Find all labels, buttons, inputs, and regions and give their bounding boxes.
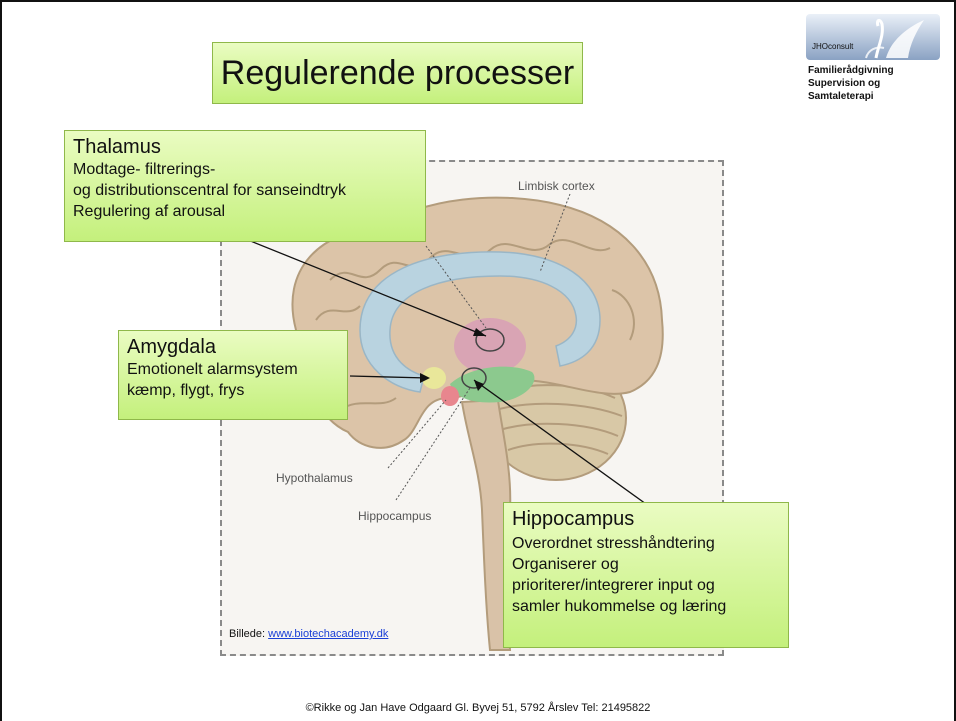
hippocampus-heading: Hippocampus — [512, 508, 635, 530]
amygdala-box: Amygdala Emotionelt alarmsystem kæmp, fl… — [118, 330, 348, 420]
footer: ©Rikke og Jan Have Odgaard Gl. Byvej 51,… — [305, 702, 651, 714]
credit-link[interactable]: www.biotechacademy.dk — [268, 628, 389, 640]
credit-prefix: Billede: — [229, 628, 269, 640]
logo-brand: JHOconsult — [812, 42, 854, 51]
thalamus-line: og distributionscentral for sanseindtryk — [73, 182, 347, 199]
label-hippocampus: Hippocampus — [358, 509, 431, 523]
hippocampus-box: Hippocampus Overordnet stresshåndtering … — [503, 502, 789, 648]
hippocampus-line: samler hukommelse og læring — [512, 598, 727, 615]
label-limbisk-cortex: Limbisk cortex — [518, 179, 595, 193]
hippocampus-line: prioriterer/integrerer input og — [512, 577, 715, 594]
brain-stem — [460, 398, 512, 651]
cerebellum-folds — [495, 384, 623, 455]
logo-tagline: Familierådgivning Supervision og Samtale… — [808, 64, 894, 103]
swan-icon — [865, 18, 924, 59]
leader-limbisk — [539, 193, 571, 273]
logo: JHOconsult — [806, 14, 940, 60]
arrow-hippocampus — [473, 379, 647, 505]
amygdala-line: kæmp, flygt, frys — [127, 382, 245, 399]
thalamus-box: Thalamus Modtage- filtrerings- og distri… — [64, 130, 426, 242]
thalamus-line: Regulering af arousal — [73, 203, 226, 220]
logo-line: Samtaleterapi — [808, 91, 874, 102]
hippocampus-line: Overordnet stresshåndtering — [512, 535, 715, 552]
amygdala-heading: Amygdala — [127, 336, 216, 358]
logo-line: Familierådgivning — [808, 65, 894, 76]
page-title: Regulerende processer — [212, 42, 583, 104]
thalamus-heading: Thalamus — [73, 136, 161, 158]
leader-hypothalamus — [387, 399, 447, 469]
label-hypothalamus: Hypothalamus — [276, 471, 353, 485]
amygdala-region — [422, 367, 446, 389]
thalamus-region — [454, 318, 526, 374]
arrowhead-thalamus — [473, 328, 486, 336]
amygdala-line: Emotionelt alarmsystem — [127, 361, 298, 378]
arrow-thalamus — [247, 239, 487, 337]
arrowhead-amygdala — [420, 373, 430, 383]
thalamus-line: Modtage- filtrerings- — [73, 161, 216, 178]
hippocampus-line: Organiserer og — [512, 556, 619, 573]
logo-line: Supervision og — [808, 78, 881, 89]
hippocampus-core — [461, 367, 487, 389]
hippocampus-region — [450, 366, 535, 403]
limbic-cortex — [359, 251, 601, 393]
image-credit: Billede: www.biotechacademy.dk — [229, 628, 388, 640]
arrowhead-hippocampus — [474, 380, 484, 391]
thalamus-core — [475, 328, 505, 352]
arrow-amygdala — [349, 375, 429, 379]
leader-thalamus-dotted — [425, 245, 487, 329]
